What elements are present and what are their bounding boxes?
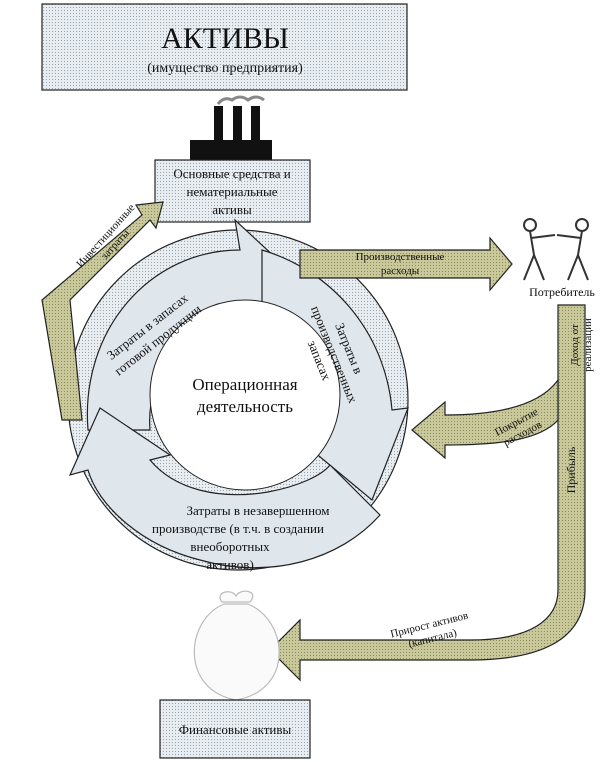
fixed-assets-line3: активы (212, 202, 252, 217)
consumer-label: Потребитель (529, 285, 595, 299)
fixed-assets-line1: Основные средства и (173, 166, 290, 181)
wip-line3: внеоборотных (190, 539, 270, 554)
money-bag-icon (193, 590, 280, 701)
assets-subtitle: (имущество предприятия) (147, 61, 303, 76)
assets-box: АКТИВЫ (имущество предприятия) (41, 3, 408, 91)
sales-income-flow: Доход от реализации Покрытие расходов Пр… (269, 304, 594, 682)
production-costs-flow: Производственные расходы (299, 236, 513, 292)
center-line1: Операционная (192, 375, 297, 394)
wip-line2: производстве (в т.ч. в создании (152, 521, 324, 536)
wip-line1: Затраты в незавершенном (186, 503, 329, 518)
assets-title: АКТИВЫ (161, 22, 289, 55)
operating-cycle: Операционная деятельность Затраты в запа… (67, 218, 409, 572)
consumer-handshake-icon (523, 218, 589, 281)
cycle-arrow-wip (68, 407, 381, 569)
profit-label: Прибыль (564, 446, 578, 493)
financial-assets-box: Финансовые активы (159, 699, 311, 759)
sales-income-line1: Доход от (569, 324, 581, 366)
financial-assets-label: Финансовые активы (179, 722, 292, 737)
wip-line4: активов) (206, 557, 254, 572)
production-costs-line1: Производственные (356, 251, 445, 263)
center-line2: деятельность (197, 397, 293, 416)
factory-icon (190, 95, 272, 160)
production-costs-line2: расходы (381, 265, 420, 277)
sales-income-line2: реализации (582, 318, 594, 372)
fixed-assets-box: Основные средства и нематериальные актив… (154, 159, 311, 223)
fixed-assets-line2: нематериальные (187, 184, 278, 199)
cost-coverage-flow (411, 378, 559, 460)
